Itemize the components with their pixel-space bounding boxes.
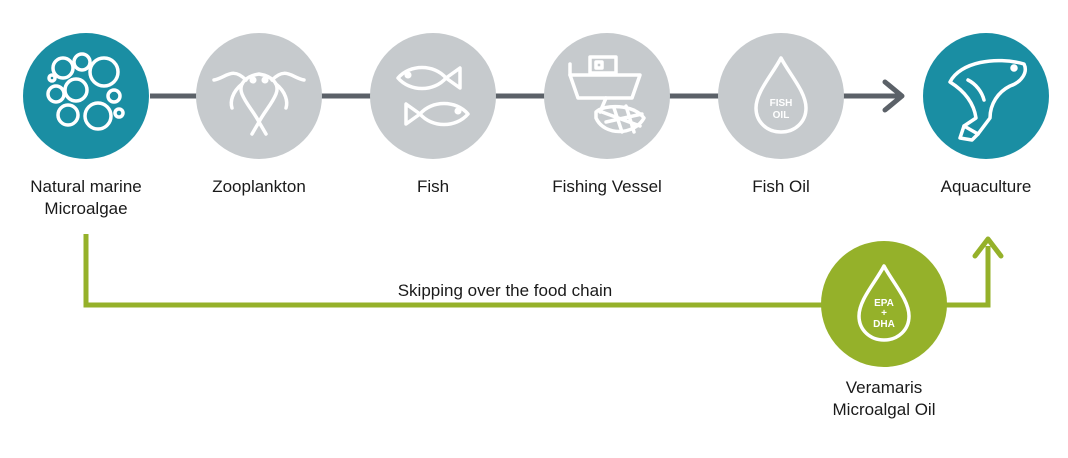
label-fish-oil: Fish Oil	[696, 176, 866, 198]
label-fishing-vessel-line1: Fishing Vessel	[552, 177, 662, 196]
label-aquaculture-line1: Aquaculture	[940, 177, 1032, 196]
fish-pair-icon	[396, 65, 470, 127]
node-veramaris: EPA + DHA	[821, 241, 947, 367]
label-veramaris-line2: Microalgal Oil	[832, 400, 936, 419]
label-veramaris-line1: Veramaris	[845, 378, 923, 397]
label-microalgae-line1: Natural marine	[30, 177, 142, 196]
label-aquaculture: Aquaculture	[901, 176, 1068, 198]
fish-oil-drop-text-1: FISH	[770, 98, 793, 109]
algal-oil-drop-icon	[857, 264, 911, 342]
chain-arrow-head	[882, 79, 905, 113]
veramaris-drop-text-2: +	[881, 308, 887, 319]
veramaris-drop-text-3: DHA	[873, 319, 895, 330]
node-microalgae	[23, 33, 149, 159]
shortcut-label: Skipping over the food chain	[397, 281, 613, 300]
label-zooplankton-line1: Zooplankton	[212, 177, 306, 196]
label-microalgae: Natural marine Microalgae	[1, 176, 171, 220]
node-fish	[370, 33, 496, 159]
label-fishing-vessel: Fishing Vessel	[522, 176, 692, 198]
node-aquaculture	[923, 33, 1049, 159]
label-fish: Fish	[348, 176, 518, 198]
shortcut-path	[83, 234, 991, 308]
node-fish-oil: FISH OIL	[718, 33, 844, 159]
fishing-boat-icon	[568, 55, 646, 134]
veramaris-drop-text-1: EPA	[874, 298, 894, 309]
label-zooplankton: Zooplankton	[174, 176, 344, 198]
label-fish-oil-line1: Fish Oil	[752, 177, 810, 196]
label-microalgae-line2: Microalgae	[44, 199, 128, 218]
shortcut-arrow-head	[972, 236, 1004, 259]
zooplankton-icon	[212, 71, 306, 136]
oil-drop-icon	[754, 56, 808, 134]
fish-oil-drop-text-2: OIL	[773, 110, 790, 121]
bubbles-icon	[46, 52, 125, 131]
label-veramaris: Veramaris Microalgal Oil	[799, 377, 969, 421]
node-zooplankton	[196, 33, 322, 159]
node-fishing-vessel	[544, 33, 670, 159]
salmon-icon	[948, 58, 1027, 142]
label-fish-line1: Fish	[416, 177, 450, 196]
